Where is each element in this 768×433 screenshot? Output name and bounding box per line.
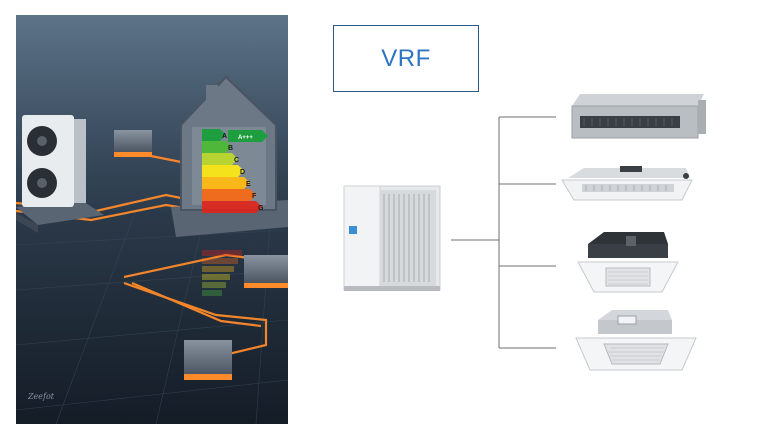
connector-lines <box>451 116 556 349</box>
vrf-title-box: VRF <box>333 25 479 92</box>
rating-e: E <box>246 181 251 188</box>
heat-pump-icon <box>22 115 86 207</box>
rating-b: B <box>228 145 233 152</box>
energy-illustration: A B C D E F G A+++ Zeefot <box>16 15 288 424</box>
rating-f: F <box>252 193 257 200</box>
energy-label-icon <box>202 129 268 213</box>
compact-cassette-icon <box>577 232 679 293</box>
four-way-cassette-icon <box>575 310 697 371</box>
rating-d: D <box>240 169 245 176</box>
rating-g: G <box>258 205 264 212</box>
rating-top: A+++ <box>238 135 253 141</box>
rating-c: C <box>234 157 239 164</box>
rating-a: A <box>222 133 227 140</box>
vrf-outdoor-unit-icon <box>343 185 441 291</box>
illustration-canvas: A B C D E F G A+++ Zeefot <box>16 75 288 424</box>
illustration-signature: Zeefot <box>27 392 55 401</box>
one-way-cassette-icon <box>561 166 693 201</box>
ducted-unit-icon <box>571 94 706 139</box>
vrf-title-label: VRF <box>381 44 431 72</box>
